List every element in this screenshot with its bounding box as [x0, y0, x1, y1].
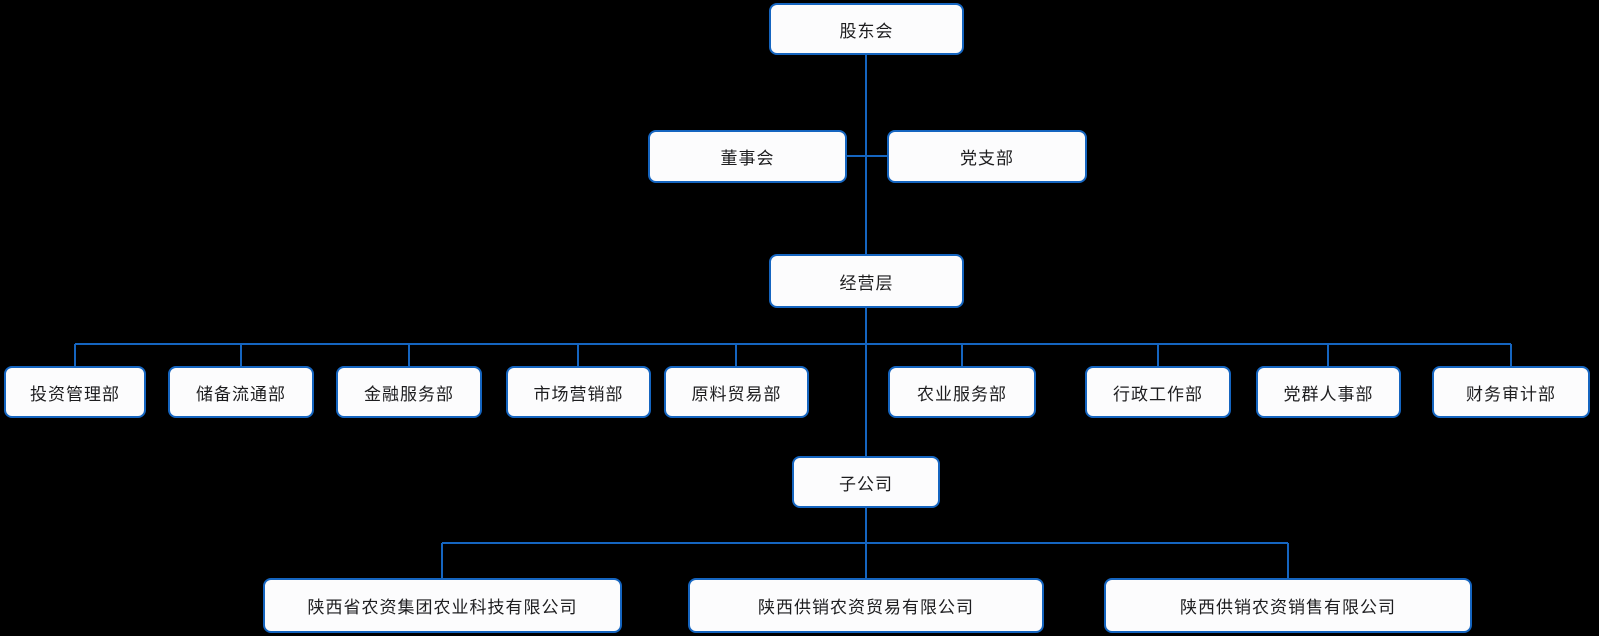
org-node-dept-administrative-work: 行政工作部 — [1085, 366, 1231, 418]
org-node-subsidiary-sales: 陕西供销农资销售有限公司 — [1104, 578, 1472, 633]
org-node-dept-financial-services: 金融服务部 — [336, 366, 482, 418]
org-node-management-level: 经营层 — [769, 254, 964, 308]
org-node-dept-investment-management: 投资管理部 — [4, 366, 146, 418]
org-node-dept-raw-material-trade: 原料贸易部 — [664, 366, 809, 418]
org-node-dept-agricultural-services: 农业服务部 — [888, 366, 1036, 418]
org-node-party-branch: 党支部 — [887, 130, 1087, 183]
org-node-subsidiary-agritech: 陕西省农资集团农业科技有限公司 — [263, 578, 622, 633]
org-node-shareholders-meeting: 股东会 — [769, 3, 964, 55]
org-node-subsidiary-group: 子公司 — [792, 456, 940, 508]
org-node-dept-party-mass-personnel: 党群人事部 — [1256, 366, 1401, 418]
org-node-subsidiary-trade: 陕西供销农资贸易有限公司 — [688, 578, 1044, 633]
org-node-dept-marketing: 市场营销部 — [506, 366, 651, 418]
org-node-board-of-directors: 董事会 — [648, 130, 847, 183]
org-node-dept-reserve-circulation: 储备流通部 — [168, 366, 314, 418]
org-node-dept-finance-audit: 财务审计部 — [1432, 366, 1590, 418]
